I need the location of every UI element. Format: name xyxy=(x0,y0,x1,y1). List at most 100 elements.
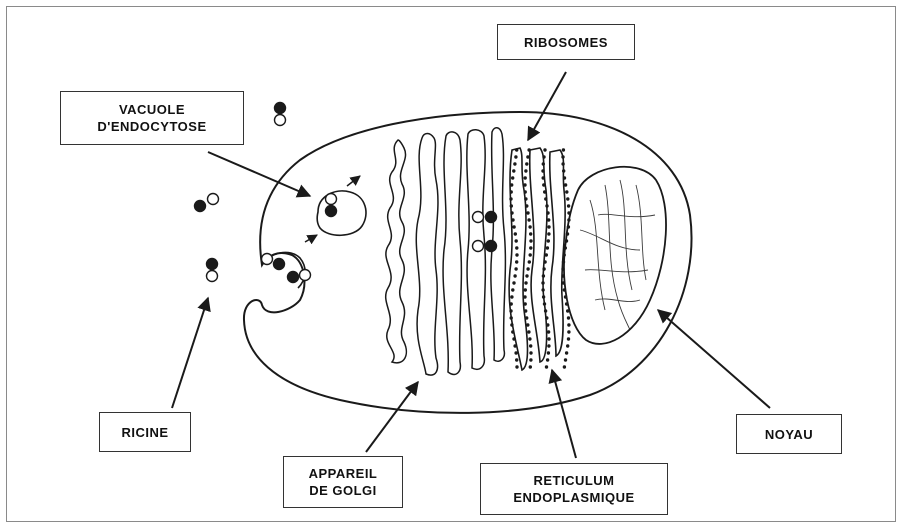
ribosome-dot xyxy=(524,197,527,200)
ribosome-dot xyxy=(543,302,546,305)
ribosome-dot xyxy=(514,351,517,354)
ribosome-dot xyxy=(546,323,549,326)
label-ricine: RICINE xyxy=(99,412,191,452)
ribosome-dot xyxy=(543,148,546,151)
reticulum-text-line2: ENDOPLASMIQUE xyxy=(513,489,634,506)
ribosome-dot xyxy=(514,155,517,158)
ribosome-dot xyxy=(544,309,547,312)
ribosome-dot xyxy=(512,281,515,284)
reticulum-pointer xyxy=(552,370,576,458)
ribosome-dot xyxy=(542,183,545,186)
ribosome-dot xyxy=(542,176,545,179)
ribosome-dot xyxy=(564,358,567,361)
ribosome-dot xyxy=(515,260,518,263)
ribosome-dot xyxy=(524,309,527,312)
ribosome-dot xyxy=(529,246,532,249)
endocytosis-vacuole xyxy=(317,191,366,235)
ribosome-dot xyxy=(525,274,528,277)
ribosome-dot xyxy=(511,288,514,291)
ribosome-dot xyxy=(561,155,564,158)
vacuole-text-line2: D'ENDOCYTOSE xyxy=(97,118,206,135)
ribosome-dot xyxy=(511,218,514,221)
ribosome-dot xyxy=(525,162,528,165)
endoplasmic-reticulum xyxy=(509,148,565,370)
ribosome-dot xyxy=(547,330,550,333)
ribosome-dot xyxy=(541,169,544,172)
ribosome-dot xyxy=(514,232,517,235)
ribosomes-text: RIBOSOMES xyxy=(524,34,608,51)
ribosome-dot xyxy=(510,204,513,207)
ribosome-dot xyxy=(562,148,565,151)
ribosome-dot xyxy=(526,155,529,158)
ribosome-dot xyxy=(510,323,513,326)
ribosome-dot xyxy=(561,162,564,165)
golgi-text-line2: DE GOLGI xyxy=(309,482,377,499)
ribosome-dot xyxy=(543,190,546,193)
vacuole-pointer xyxy=(208,152,310,196)
ribosome-dot xyxy=(525,316,528,319)
golgi-apparatus xyxy=(386,128,506,375)
ribosome-dot xyxy=(567,204,570,207)
ribosome-dot xyxy=(563,365,566,368)
ribosome-dot xyxy=(529,358,532,361)
ribosome-dot xyxy=(515,148,518,151)
ribosome-dot xyxy=(544,197,547,200)
ribosome-dot xyxy=(512,225,515,228)
ribosome-dot xyxy=(566,197,569,200)
ribosome-dot xyxy=(509,197,512,200)
ribosome-dot xyxy=(542,162,545,165)
ribosome-dot xyxy=(545,253,548,256)
ribosome-dot xyxy=(513,344,516,347)
ribosome-dot xyxy=(513,162,516,165)
ribosome-dot xyxy=(542,267,545,270)
ribosome-dot xyxy=(547,232,550,235)
ribosome-dot xyxy=(526,267,529,270)
ribosome-dot xyxy=(527,330,530,333)
ribosome-dot xyxy=(529,365,532,368)
ribosome-dot xyxy=(547,351,550,354)
ribosome-dot xyxy=(566,344,569,347)
golgi-pointer xyxy=(366,382,418,452)
noyau-pointer xyxy=(658,310,770,408)
ribosome-dot xyxy=(567,330,570,333)
ribosome-dot xyxy=(529,239,532,242)
ribosome-dot xyxy=(528,260,531,263)
ribosome-dot xyxy=(565,190,568,193)
ricin-molecule xyxy=(195,194,219,212)
ribosome-dot xyxy=(510,295,513,298)
ribosome-dot xyxy=(546,211,549,214)
ribosome-dot xyxy=(541,281,544,284)
ribosome-dot xyxy=(528,337,531,340)
ribosome-dot xyxy=(564,183,567,186)
ribosome-dot xyxy=(546,246,549,249)
ribosome-dot xyxy=(523,295,526,298)
ribosome-dot xyxy=(515,365,518,368)
ribosomes-pointer xyxy=(528,72,566,140)
ricin-molecule xyxy=(326,194,337,217)
label-ribosomes: RIBOSOMES xyxy=(497,24,635,60)
ricin-molecule xyxy=(207,259,218,282)
golgi-text-line1: APPAREIL xyxy=(309,465,378,482)
label-vacuole: VACUOLE D'ENDOCYTOSE xyxy=(60,91,244,145)
ribosome-dot xyxy=(545,365,548,368)
ribosome-dot xyxy=(567,337,570,340)
ribosome-dot xyxy=(514,267,517,270)
ribosome-dot xyxy=(524,176,527,179)
ribosome-dot xyxy=(515,239,518,242)
ribosome-dot xyxy=(547,337,550,340)
ribosome-dot xyxy=(547,225,550,228)
ribosome-dot xyxy=(524,288,527,291)
ribosome-dot xyxy=(529,253,532,256)
ribosome-dot xyxy=(515,246,518,249)
ribosome-dot xyxy=(525,204,528,207)
ribosome-dot xyxy=(562,169,565,172)
ribosome-dot xyxy=(547,344,550,347)
ribosome-dot xyxy=(529,232,532,235)
ribosome-dot xyxy=(510,183,513,186)
ribosome-dot xyxy=(524,169,527,172)
ribosome-dot xyxy=(527,218,530,221)
ribosome-dot xyxy=(546,358,549,361)
ribosome-dot xyxy=(510,211,513,214)
ribosome-dot xyxy=(528,225,531,228)
